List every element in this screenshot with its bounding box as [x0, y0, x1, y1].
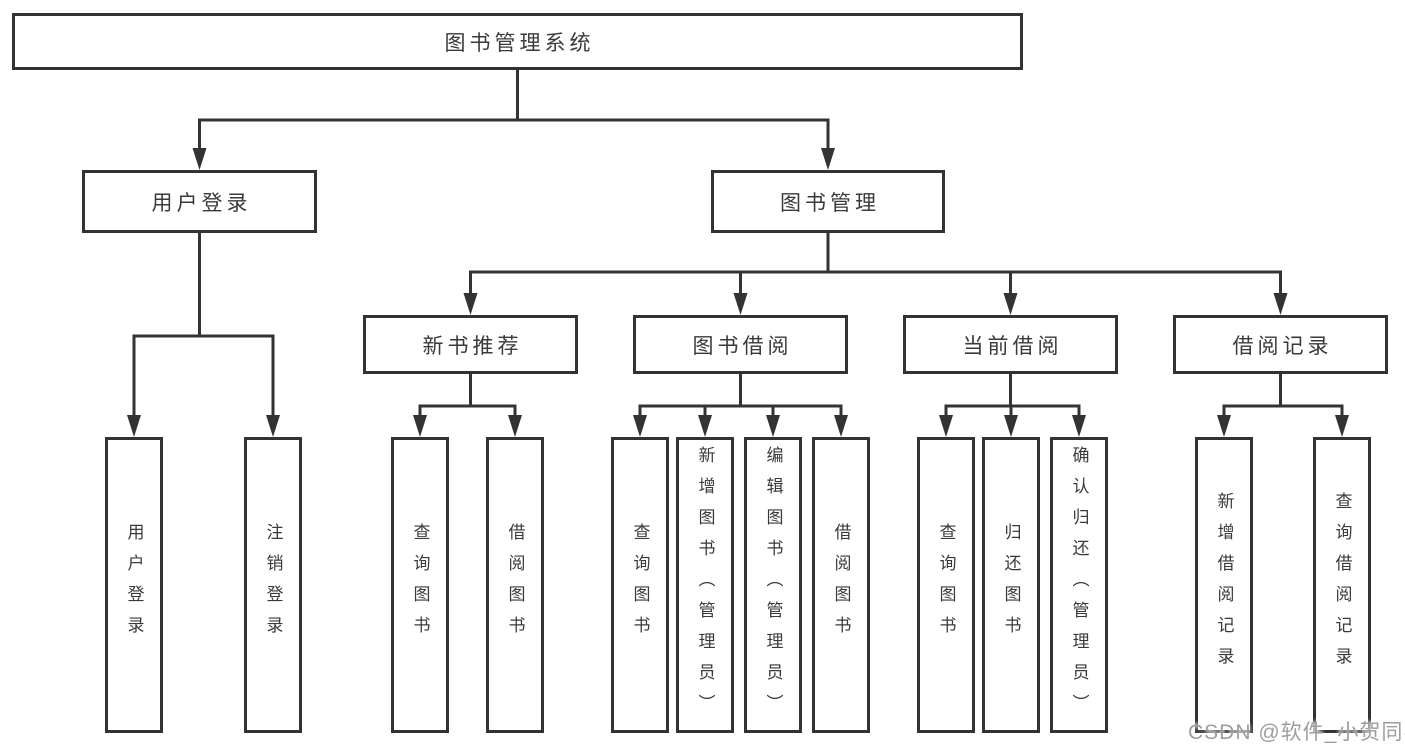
leaf-logout: 注销登录 [244, 437, 302, 733]
node-book-management: 图书管理 [711, 170, 945, 233]
leaf-borrowing-borrow-books-label: 借阅图书 [831, 523, 851, 647]
node-new-book-recommend-label: 新书推荐 [422, 334, 523, 358]
node-book-borrowing-label: 图书借阅 [692, 334, 793, 358]
leaf-current-query-books-label: 查询图书 [936, 523, 956, 647]
leaf-borrowing-borrow-books: 借阅图书 [812, 437, 870, 733]
leaf-recommend-query-books-label: 查询图书 [410, 523, 430, 647]
leaf-query-borrow-record: 查询借阅记录 [1313, 437, 1371, 733]
leaf-add-books-admin-label: 新增图书（管理员） [695, 445, 715, 725]
node-borrowing-records-label: 借阅记录 [1232, 334, 1333, 358]
leaf-edit-books-admin: 编辑图书（管理员） [744, 437, 802, 733]
leaf-add-borrow-record-label: 新增借阅记录 [1214, 492, 1234, 678]
node-current-borrowing: 当前借阅 [903, 315, 1118, 374]
csdn-watermark: CSDN @软件_小贺同学 [1188, 721, 1405, 744]
node-root: 图书管理系统 [12, 13, 1023, 70]
leaf-add-books-admin: 新增图书（管理员） [676, 437, 734, 733]
node-book-management-label: 图书管理 [780, 191, 880, 215]
leaf-return-books-label: 归还图书 [1001, 523, 1021, 647]
node-current-borrowing-label: 当前借阅 [962, 334, 1063, 358]
node-book-borrowing: 图书借阅 [633, 315, 848, 374]
leaf-recommend-borrow-books-label: 借阅图书 [505, 523, 525, 647]
leaf-edit-books-admin-label: 编辑图书（管理员） [763, 445, 783, 725]
node-root-label: 图书管理系统 [444, 31, 595, 55]
leaf-user-login: 用户登录 [105, 437, 163, 733]
node-user-login-branch: 用户登录 [82, 170, 317, 233]
node-new-book-recommend: 新书推荐 [363, 315, 578, 374]
leaf-recommend-query-books: 查询图书 [391, 437, 449, 733]
leaf-recommend-borrow-books: 借阅图书 [486, 437, 544, 733]
leaf-query-borrow-record-label: 查询借阅记录 [1332, 492, 1352, 678]
leaf-user-login-label: 用户登录 [124, 523, 144, 647]
leaf-current-query-books: 查询图书 [917, 437, 975, 733]
leaf-add-borrow-record: 新增借阅记录 [1195, 437, 1253, 733]
leaf-borrowing-query-books-label: 查询图书 [630, 523, 650, 647]
leaf-return-books: 归还图书 [982, 437, 1040, 733]
leaf-logout-label: 注销登录 [263, 523, 283, 647]
leaf-borrowing-query-books: 查询图书 [611, 437, 669, 733]
leaf-confirm-return-admin: 确认归还（管理员） [1050, 437, 1108, 733]
node-user-login-branch-label: 用户登录 [151, 191, 252, 215]
leaf-confirm-return-admin-label: 确认归还（管理员） [1069, 445, 1089, 725]
node-borrowing-records: 借阅记录 [1173, 315, 1388, 374]
